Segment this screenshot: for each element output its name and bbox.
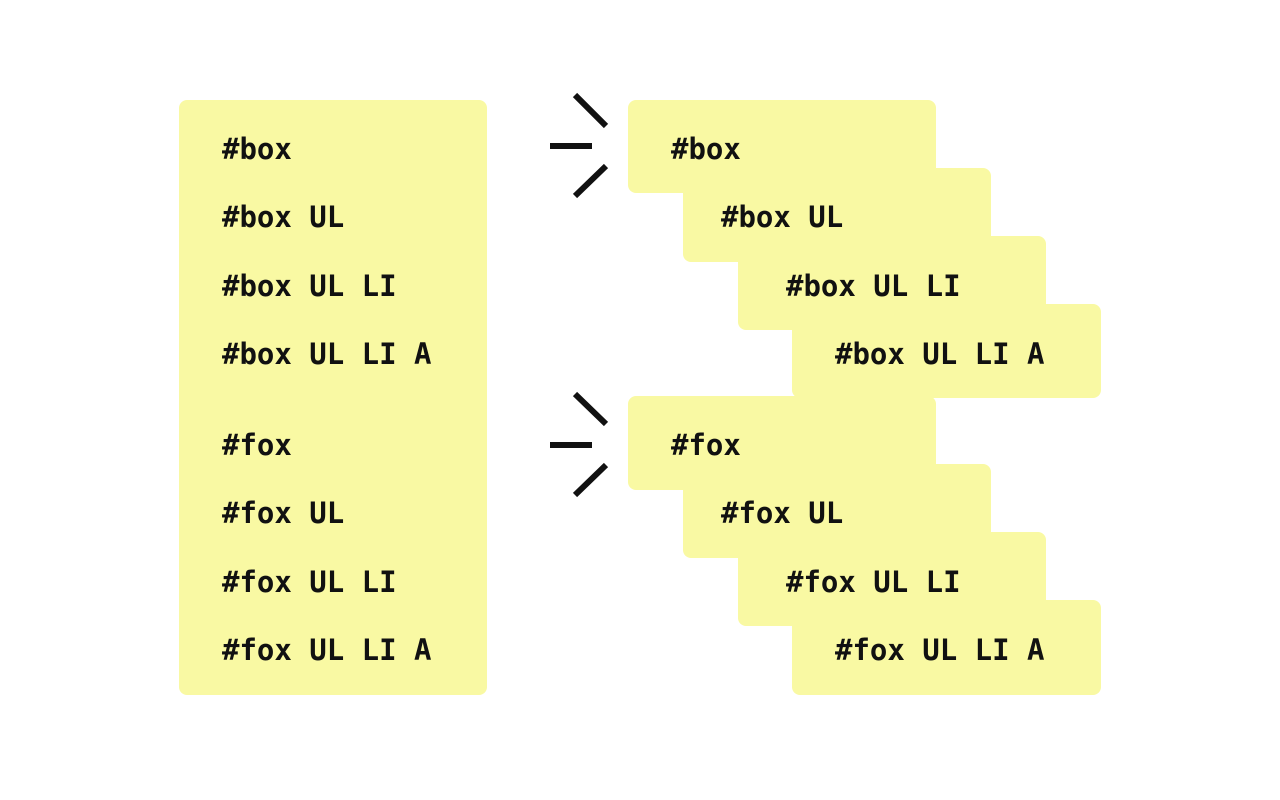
left-fox-selector-4: #fox UL LI A: [222, 633, 432, 667]
left-fox-selector-3: #fox UL LI: [222, 565, 397, 599]
left-selector-panel: [179, 100, 487, 695]
right-fox-selector-1: #fox: [671, 428, 741, 462]
arrow-burst-icon: [550, 92, 609, 199]
arrow-burst-icon: [550, 391, 609, 498]
right-fox-selector-2: #fox UL: [721, 496, 844, 530]
right-fox-selector-4: #fox UL LI A: [835, 633, 1045, 667]
left-box-selector-3: #box UL LI: [222, 269, 397, 303]
left-box-selector-2: #box UL: [222, 200, 345, 234]
left-fox-selector-1: #fox: [222, 428, 292, 462]
right-box-selector-3: #box UL LI: [786, 269, 961, 303]
right-fox-selector-3: #fox UL LI: [786, 565, 961, 599]
right-box-selector-4: #box UL LI A: [835, 337, 1045, 371]
right-box-selector-1: #box: [671, 132, 741, 166]
left-box-selector-4: #box UL LI A: [222, 337, 432, 371]
left-box-selector-1: #box: [222, 132, 292, 166]
right-box-step-4: [792, 304, 1101, 398]
left-fox-selector-2: #fox UL: [222, 496, 345, 530]
right-fox-step-4: [792, 600, 1101, 695]
right-box-selector-2: #box UL: [721, 200, 844, 234]
